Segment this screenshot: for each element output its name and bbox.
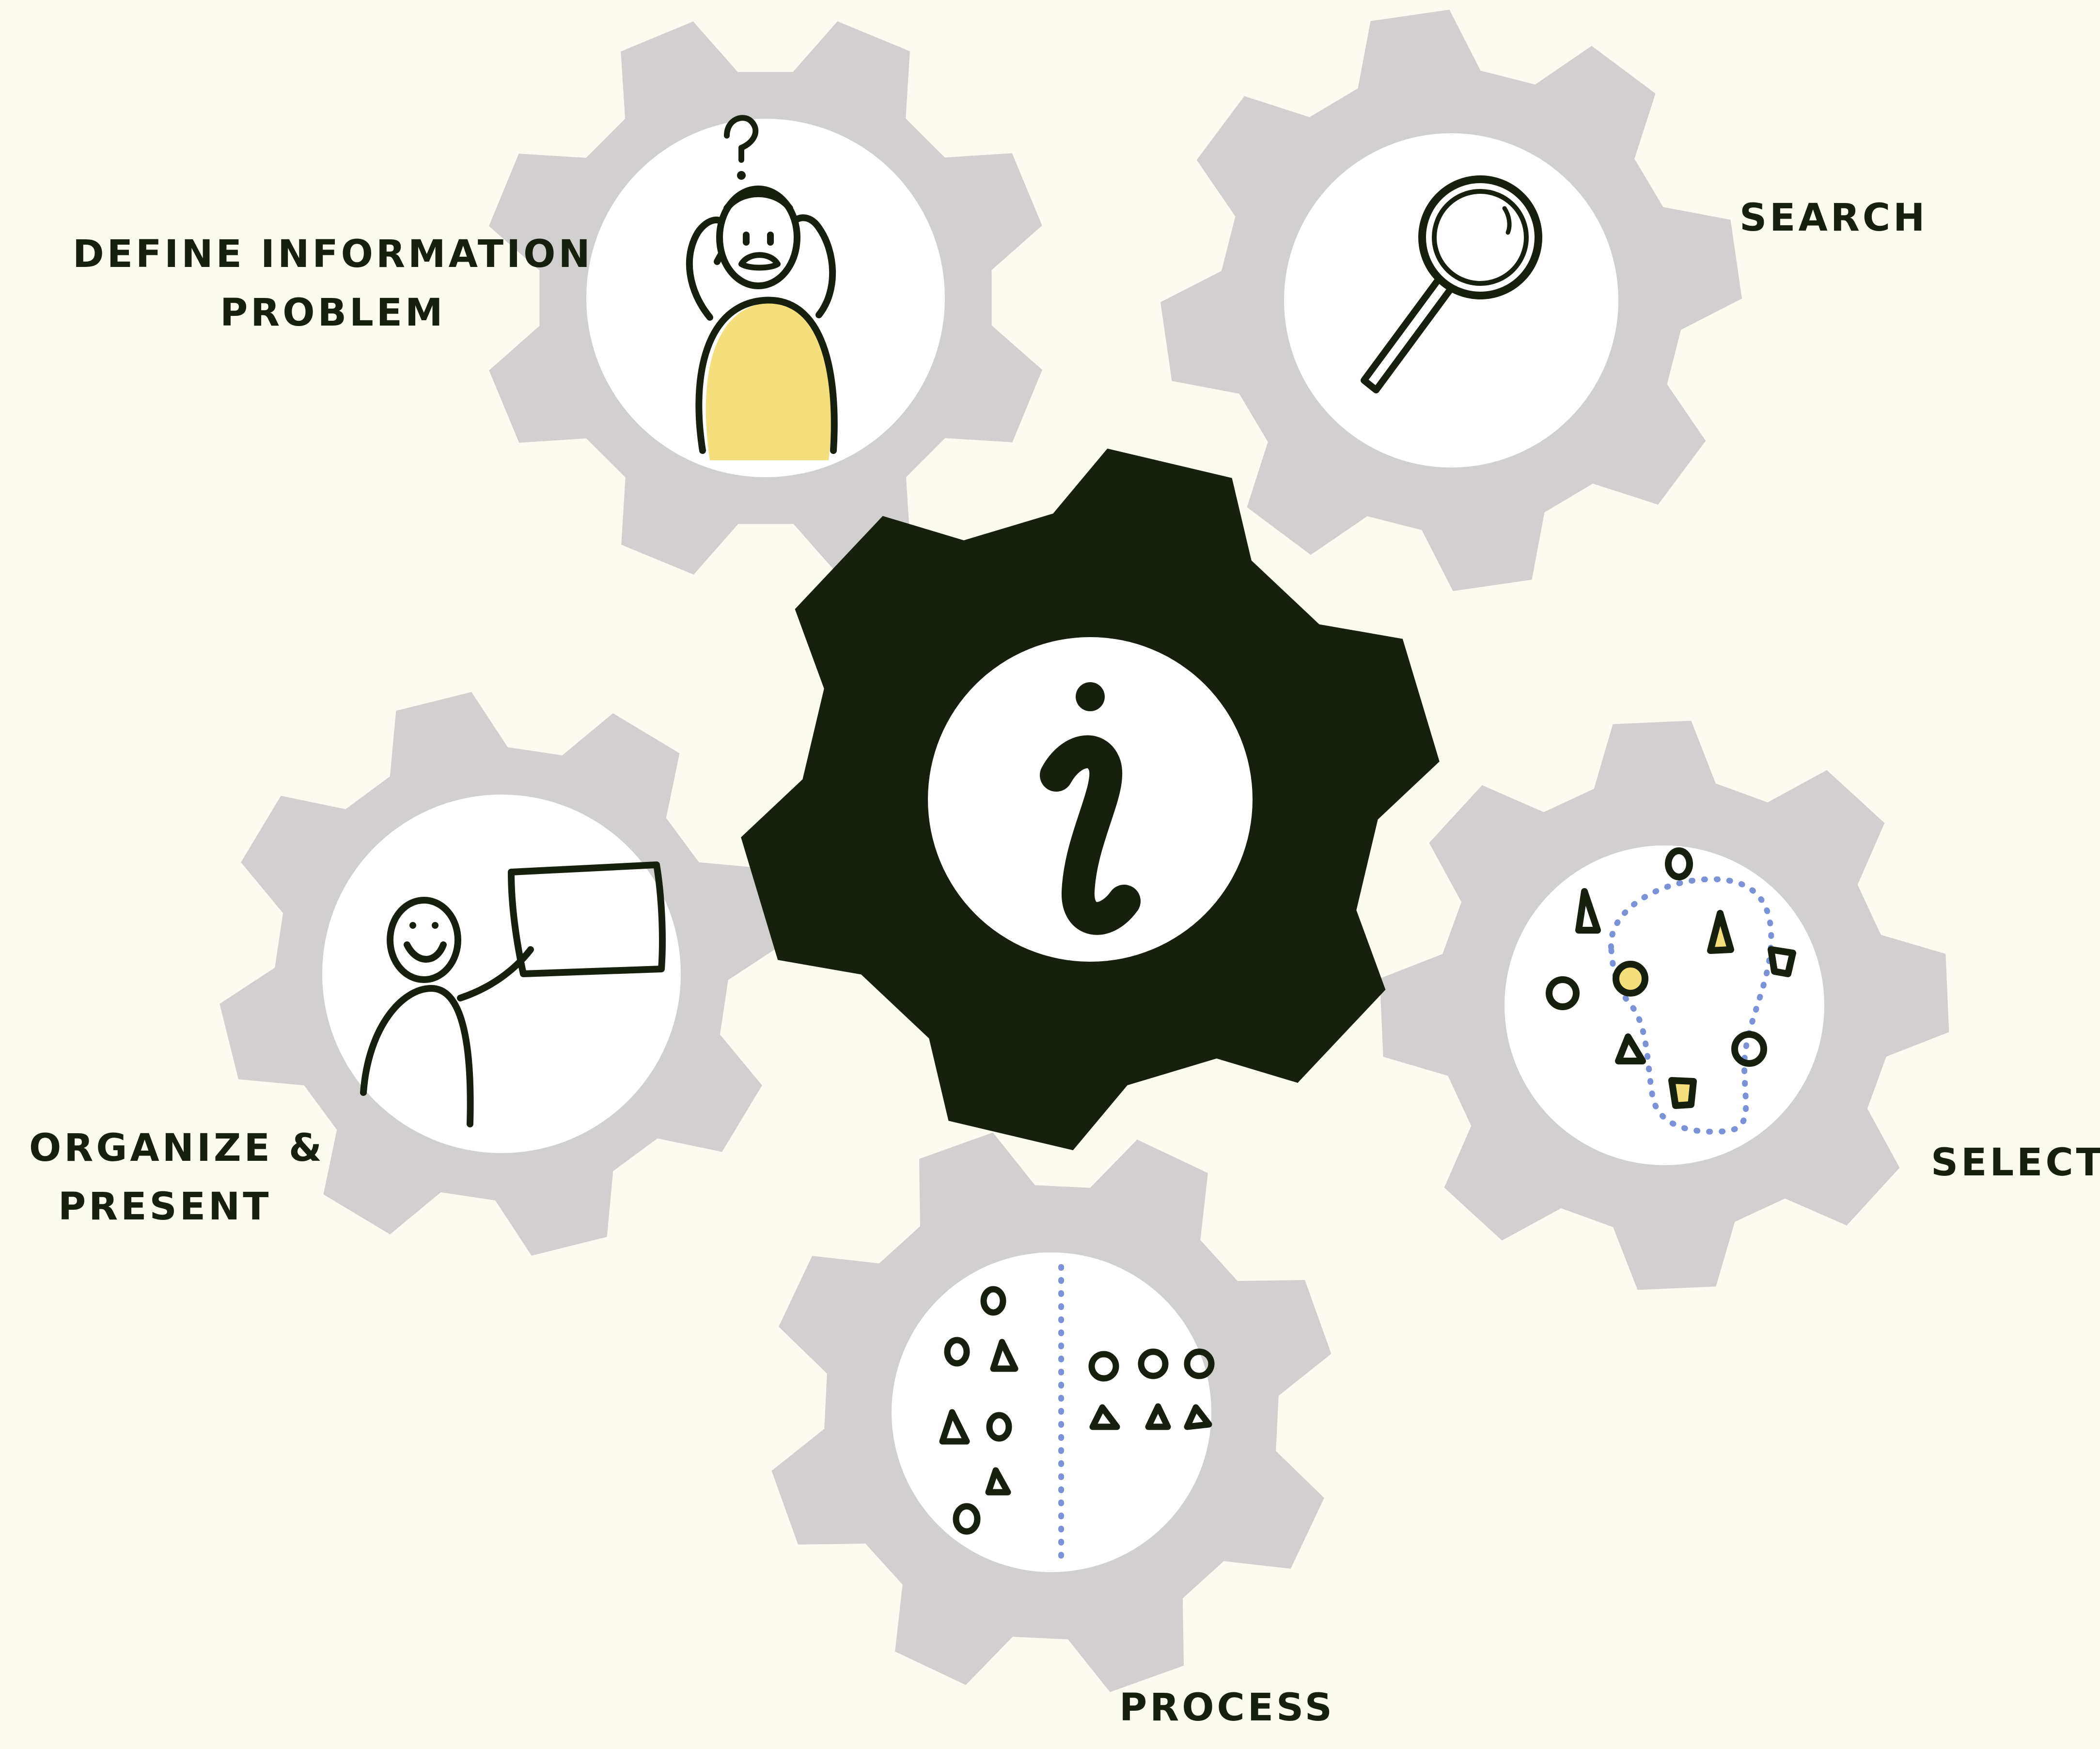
label-organize-line-1: ORGANIZE &	[29, 1126, 325, 1170]
selected-shapes-icon	[1546, 847, 1796, 1135]
label-search-line-1: SEARCH	[1740, 196, 1928, 240]
label-define: DEFINE INFORMATION PROBLEM	[73, 225, 593, 343]
sorted-shapes-icon	[939, 1264, 1215, 1561]
label-organize-line-2: PRESENT	[58, 1185, 272, 1229]
magnifying-glass-icon	[1361, 175, 1542, 393]
label-process: PROCESS	[1119, 1679, 1335, 1737]
info-icon	[1040, 682, 1141, 935]
presenter-icon	[360, 861, 666, 1127]
label-search: SEARCH	[1740, 189, 1928, 248]
gear-search	[1160, 10, 1742, 591]
label-select: SELECT	[1931, 1134, 2100, 1192]
gear-select	[1379, 720, 1949, 1290]
gear-process-inner-disc	[892, 1252, 1211, 1572]
label-define-line-1: DEFINE INFORMATION	[73, 233, 593, 276]
label-organize: ORGANIZE & PRESENT	[29, 1119, 325, 1236]
label-define-line-2: PROBLEM	[220, 291, 446, 335]
label-select-line-1: SELECT	[1931, 1141, 2100, 1185]
gear-process	[771, 1132, 1332, 1692]
confused-person-icon	[686, 115, 838, 460]
label-process-line-1: PROCESS	[1119, 1686, 1335, 1730]
